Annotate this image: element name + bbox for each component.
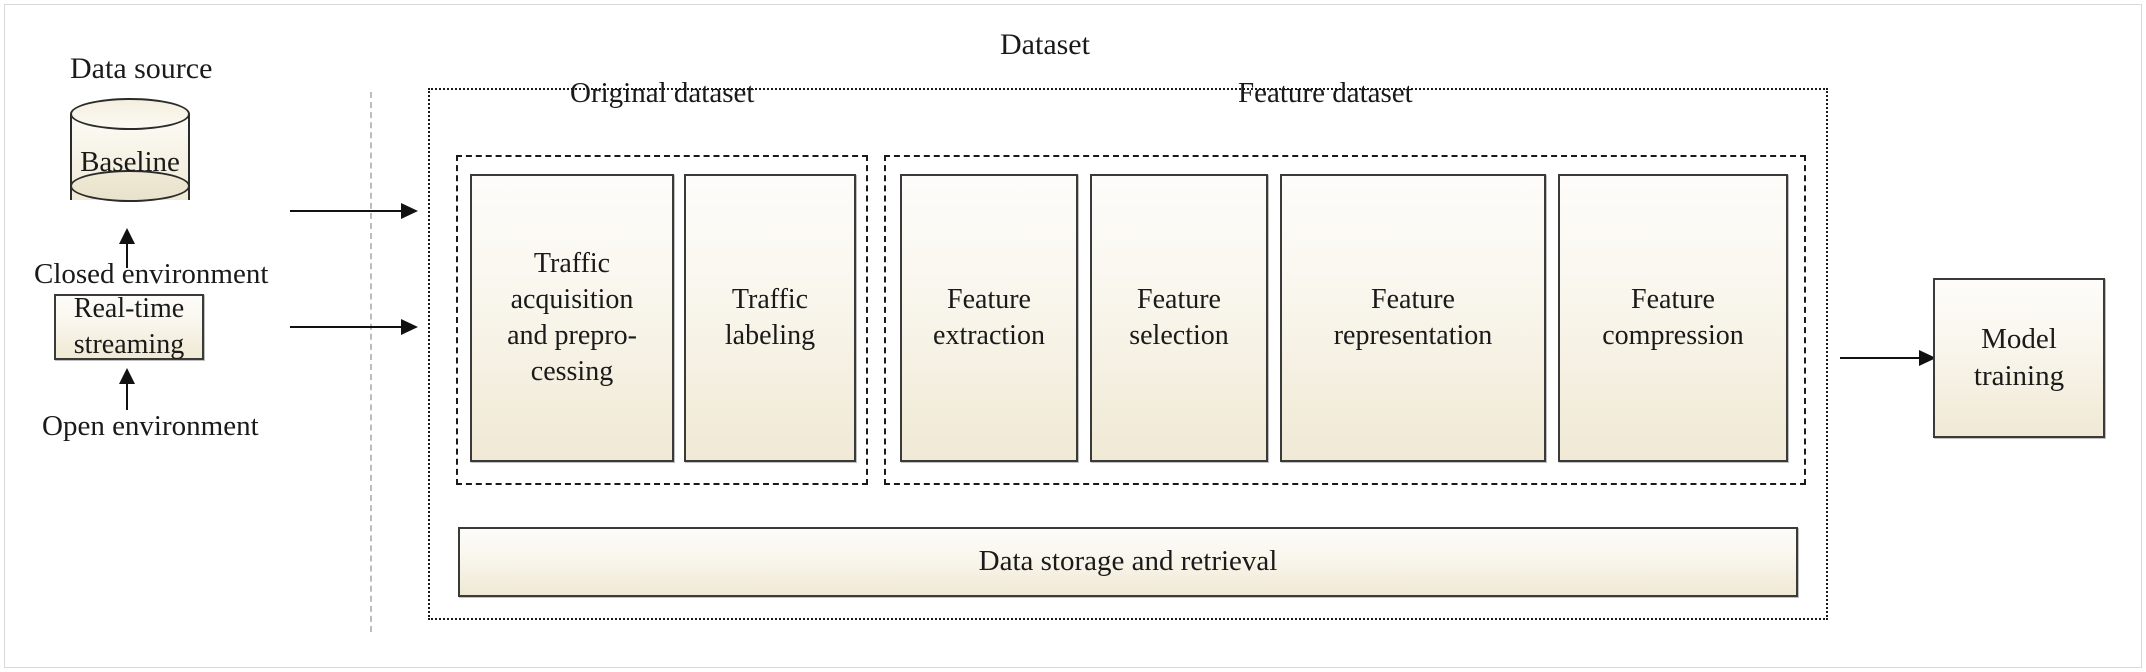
dataset-title: Dataset — [1000, 28, 1090, 61]
feature-dataset-title: Feature dataset — [1238, 77, 1413, 109]
arrowhead-up-icon — [119, 368, 135, 384]
stage-feature-extraction[interactable]: Feature extraction — [900, 174, 1078, 462]
arrow-shaft — [290, 210, 402, 212]
stage-feature-compression[interactable]: Feature compression — [1558, 174, 1788, 462]
arrow-streaming-to-dataset — [290, 318, 418, 336]
page-frame — [4, 4, 2142, 668]
arrow-dataset-to-model-training — [1840, 349, 1936, 367]
closed-environment-label: Closed environment — [34, 258, 269, 290]
cylinder-bottom-ellipse — [70, 170, 190, 202]
model-training-box[interactable]: Model training — [1933, 278, 2105, 438]
original-dataset-group — [456, 155, 868, 485]
arrowhead-right-icon — [1919, 350, 1936, 366]
dataset-container — [428, 88, 1828, 620]
stage-traffic-acquisition[interactable]: Traffic acquisition and prepro-cessing — [470, 174, 674, 462]
arrow-shaft — [126, 378, 128, 410]
arrow-closed-environment-to-baseline — [118, 228, 136, 268]
cylinder-top-ellipse — [70, 98, 190, 130]
open-environment-label: Open environment — [42, 410, 259, 442]
realtime-streaming-box[interactable]: Real-time streaming — [54, 293, 204, 360]
arrowhead-up-icon — [119, 228, 135, 244]
baseline-label: Baseline — [80, 146, 180, 178]
data-storage-and-retrieval-bar[interactable]: Data storage and retrieval — [458, 527, 1798, 597]
stage-feature-selection[interactable]: Feature selection — [1090, 174, 1268, 462]
original-dataset-title: Original dataset — [570, 77, 755, 109]
data-source-label: Data source — [70, 52, 213, 85]
arrowhead-right-icon — [401, 203, 418, 219]
environment-divider — [370, 92, 372, 632]
feature-dataset-group — [884, 155, 1806, 485]
arrow-open-environment-to-streaming — [118, 368, 136, 410]
baseline-cylinder: Baseline — [70, 98, 190, 218]
arrowhead-right-icon — [401, 319, 418, 335]
arrow-shaft — [1840, 357, 1920, 359]
arrow-baseline-to-dataset — [290, 202, 418, 220]
arrow-shaft — [126, 238, 128, 268]
arrow-shaft — [290, 326, 402, 328]
stage-feature-representation[interactable]: Feature representation — [1280, 174, 1546, 462]
stage-traffic-labeling[interactable]: Traffic labeling — [684, 174, 856, 462]
